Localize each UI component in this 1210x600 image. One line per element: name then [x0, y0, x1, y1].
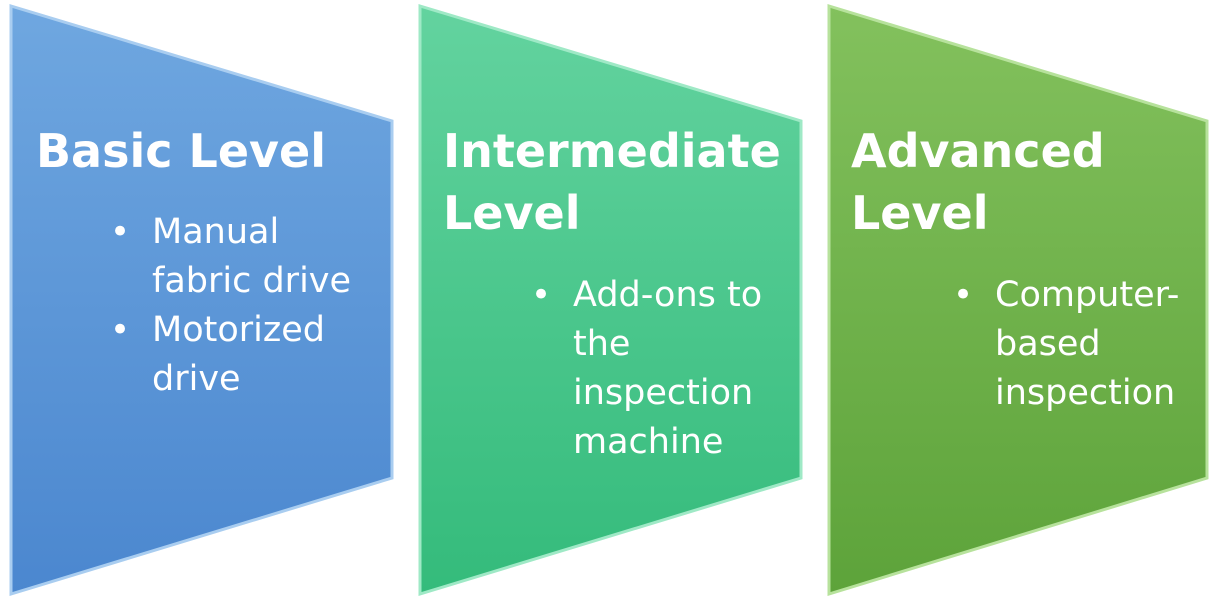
list-item: Add-ons to the inspection machine — [531, 271, 791, 467]
list-item: Motorized drive — [110, 306, 380, 404]
advanced-level-list: Computer-based inspection — [953, 271, 1203, 418]
advanced-level-title: Advanced Level — [851, 124, 1105, 240]
intermediate-level-title: Intermediate Level — [443, 124, 781, 240]
list-item: Computer-based inspection — [953, 271, 1203, 418]
basic-level-title: Basic Level — [36, 124, 326, 178]
basic-level-list: Manual fabric drive Motorized drive — [110, 208, 380, 404]
list-item: Manual fabric drive — [110, 208, 380, 306]
intermediate-level-list: Add-ons to the inspection machine — [531, 271, 791, 467]
